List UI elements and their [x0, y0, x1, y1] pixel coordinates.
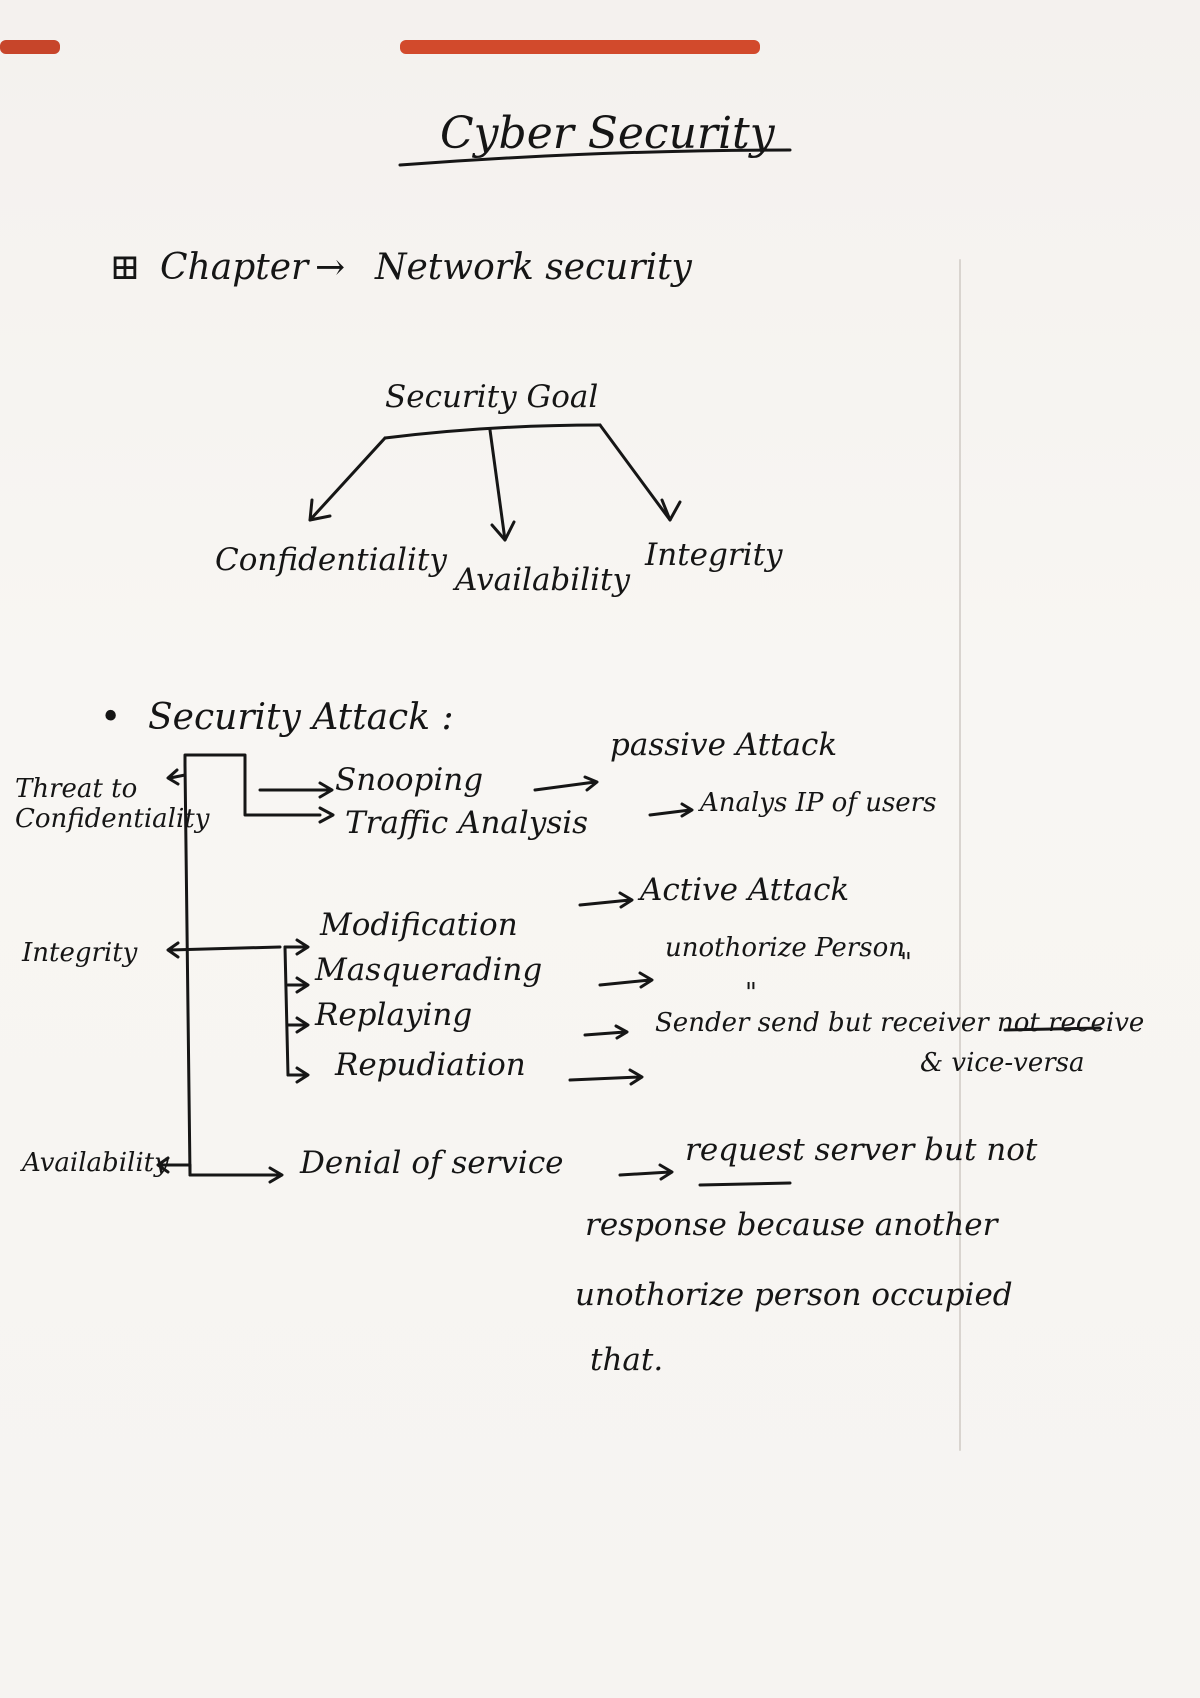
group-threat-confidentiality: Threat to Confidentiality	[15, 774, 210, 834]
item-masquerading: Masquerading	[315, 952, 543, 988]
bullet-icon: ⊞	[110, 247, 141, 288]
goal-bracket	[383, 423, 602, 440]
masquerading-note: unothorize Person	[665, 933, 905, 963]
passive-arrow	[533, 775, 599, 792]
goal-arrow-right-head	[660, 498, 682, 522]
goal-arrow-mid	[488, 428, 507, 542]
snooping-arrow	[258, 781, 334, 799]
goal-integrity: Integrity	[645, 537, 783, 573]
item-traffic: Traffic Analysis	[345, 805, 589, 841]
dos-note-3: unothorize person occupied	[575, 1277, 1013, 1313]
group-availability: Availability	[22, 1148, 169, 1178]
dos-note-1: request server but not	[685, 1132, 1038, 1168]
modification-arrow	[283, 938, 310, 956]
item-replaying: Replaying	[315, 997, 473, 1033]
goal-arrow-mid-head	[490, 520, 516, 542]
dos-note-arrow	[618, 1163, 674, 1181]
integrity-branch	[168, 945, 282, 952]
repudiation-note-1: Sender send but receiver not receive	[655, 1008, 1145, 1038]
repudiation-note-underline	[1003, 1026, 1102, 1032]
dos-note-2: response because another	[585, 1207, 998, 1243]
ditto-mark-1: "	[900, 948, 912, 978]
masq-note-arrow	[598, 971, 654, 989]
goal-confidentiality: Confidentiality	[215, 542, 447, 578]
item-dos: Denial of service	[300, 1145, 564, 1181]
item-snooping: Snooping	[335, 762, 484, 798]
top-decoration-right	[400, 40, 760, 54]
traffic-note: Analys IP of users	[700, 788, 937, 818]
top-decoration-left	[0, 40, 60, 54]
request-underline	[698, 1181, 792, 1187]
snooping-bracket	[183, 753, 322, 817]
page-title: Cyber Security	[440, 108, 775, 159]
attack-bullet: •	[100, 697, 122, 738]
chapter-topic: Network security	[375, 247, 692, 288]
traffic-arrow	[318, 806, 335, 824]
replaying-arrow	[286, 1016, 310, 1034]
repudiation-note-arrow	[568, 1068, 644, 1086]
item-modification: Modification	[320, 907, 518, 943]
chapter-label: Chapter	[160, 247, 309, 288]
item-repudiation: Repudiation	[335, 1047, 526, 1083]
group-integrity: Integrity	[22, 938, 138, 968]
integrity-sub-trunk	[283, 945, 290, 1077]
goal-heading: Security Goal	[385, 379, 599, 415]
goal-arrow-left	[308, 436, 387, 522]
traffic-note-arrow	[648, 802, 694, 818]
title-underline	[398, 148, 792, 167]
passive-label: passive Attack	[610, 727, 838, 763]
replay-note-arrow	[583, 1024, 629, 1040]
integrity-arrowhead	[166, 941, 180, 959]
availability-arrowhead	[156, 1156, 170, 1174]
repudiation-note-2: & vice-versa	[920, 1048, 1085, 1078]
active-label: Active Attack	[640, 872, 850, 908]
masquerading-arrow	[286, 976, 310, 994]
chapter-arrow-icon: →	[315, 247, 346, 288]
attack-heading: Security Attack :	[148, 697, 454, 738]
goal-arrow-right	[598, 423, 672, 522]
repudiation-arrow	[286, 1066, 310, 1084]
confidentiality-arrow	[166, 768, 187, 786]
dos-note-4: that.	[590, 1342, 664, 1378]
goal-arrow-left-head	[308, 498, 332, 522]
trunk	[183, 763, 192, 1177]
availability-branch	[158, 1163, 284, 1184]
active-arrow	[578, 891, 634, 909]
ditto-mark-2: "	[745, 978, 757, 1008]
goal-availability: Availability	[455, 562, 630, 598]
